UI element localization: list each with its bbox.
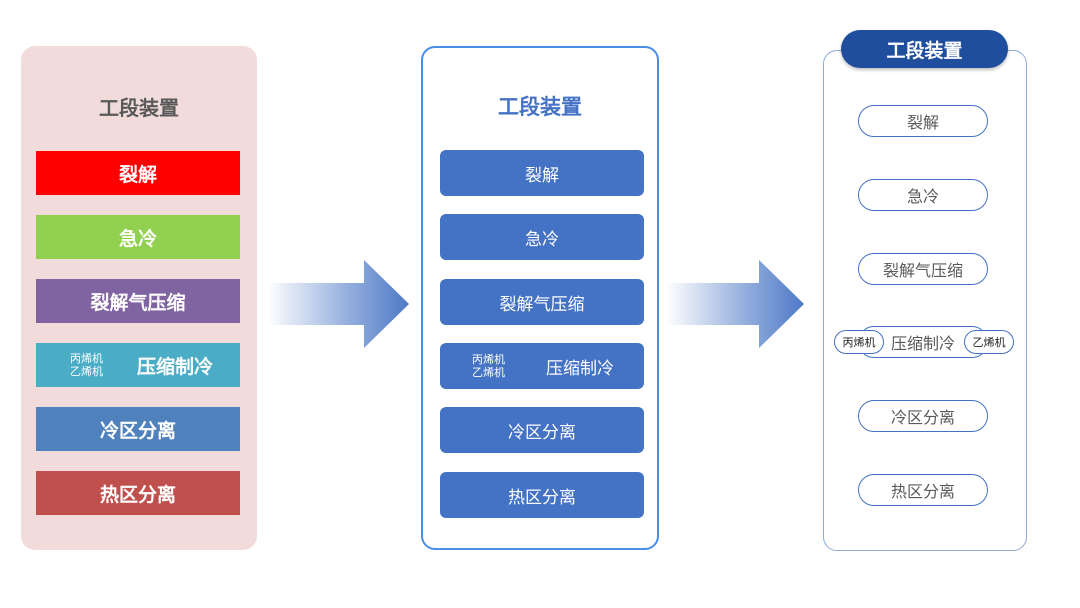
unit-box-cracking: 裂解 [36, 151, 240, 195]
sublabel-propylene: 丙烯机 [472, 353, 505, 366]
unit-pill-gas-compression: 裂解气压缩 [858, 253, 988, 285]
unit-label: 冷区分离 [99, 419, 176, 442]
unit-label: 裂解气压缩 [90, 291, 186, 314]
unit-pill-hot-separation: 热区分离 [858, 474, 988, 506]
panel1-title: 工段装置 [99, 96, 179, 120]
unit-label: 热区分离 [99, 483, 176, 506]
unit-box-cold-separation: 冷区分离 [36, 407, 240, 451]
tag-propylene-compressor: 丙烯机 [834, 330, 884, 354]
unit-pill-cold-separation: 冷区分离 [858, 400, 988, 432]
tag-ethylene-compressor: 乙烯机 [964, 330, 1014, 354]
unit-label: 压缩制冷 [890, 334, 955, 353]
unit-box-refrigeration: 丙烯机 乙烯机 压缩制冷 [440, 343, 644, 389]
unit-box-cracking: 裂解 [440, 150, 644, 196]
unit-label: 急冷 [906, 187, 939, 206]
panel-colored-units: 工段装置 裂解 急冷 裂解气压缩 丙烯机 乙烯机 压缩制冷 冷区分离 热区分离 [21, 46, 257, 550]
unit-label: 压缩制冷 [137, 355, 214, 378]
unit-pill-cracking: 裂解 [858, 105, 988, 137]
unit-label: 裂解气压缩 [499, 294, 585, 315]
unit-label: 冷区分离 [890, 408, 955, 427]
panel-uniform-units: 工段装置 裂解 急冷 裂解气压缩 丙烯机 乙烯机 压缩制冷 冷区分离 热区分离 [421, 46, 659, 550]
unit-pill-refrigeration: 压缩制冷 [858, 326, 988, 358]
unit-box-gas-compression: 裂解气压缩 [440, 279, 644, 325]
unit-box-hot-separation: 热区分离 [36, 471, 240, 515]
sublabel-ethylene: 乙烯机 [472, 366, 505, 379]
unit-label: 压缩制冷 [546, 358, 614, 379]
right-arrow-icon [267, 260, 409, 348]
unit-label: 热区分离 [890, 482, 955, 501]
unit-box-cold-separation: 冷区分离 [440, 407, 644, 453]
unit-label: 裂解 [906, 113, 939, 132]
compressor-sublabels: 丙烯机 乙烯机 [70, 343, 103, 387]
unit-label: 急冷 [525, 229, 559, 250]
unit-label: 裂解 [118, 163, 157, 186]
unit-label: 裂解 [525, 165, 559, 186]
unit-label: 冷区分离 [508, 422, 576, 443]
unit-label: 急冷 [118, 227, 157, 250]
unit-pill-quench: 急冷 [858, 179, 988, 211]
unit-box-hot-separation: 热区分离 [440, 472, 644, 518]
unit-box-quench: 急冷 [440, 214, 644, 260]
unit-box-quench: 急冷 [36, 215, 240, 259]
unit-box-gas-compression: 裂解气压缩 [36, 279, 240, 323]
sublabel-propylene: 丙烯机 [70, 352, 103, 365]
unit-label: 裂解气压缩 [882, 261, 963, 280]
unit-label: 热区分离 [508, 487, 576, 508]
panel3-title-badge: 工段装置 [841, 30, 1008, 68]
compressor-sublabels: 丙烯机 乙烯机 [472, 343, 505, 389]
sublabel-ethylene: 乙烯机 [70, 365, 103, 378]
right-arrow-icon [666, 260, 804, 348]
panel2-title: 工段装置 [498, 95, 582, 119]
unit-box-refrigeration: 丙烯机 乙烯机 压缩制冷 [36, 343, 240, 387]
